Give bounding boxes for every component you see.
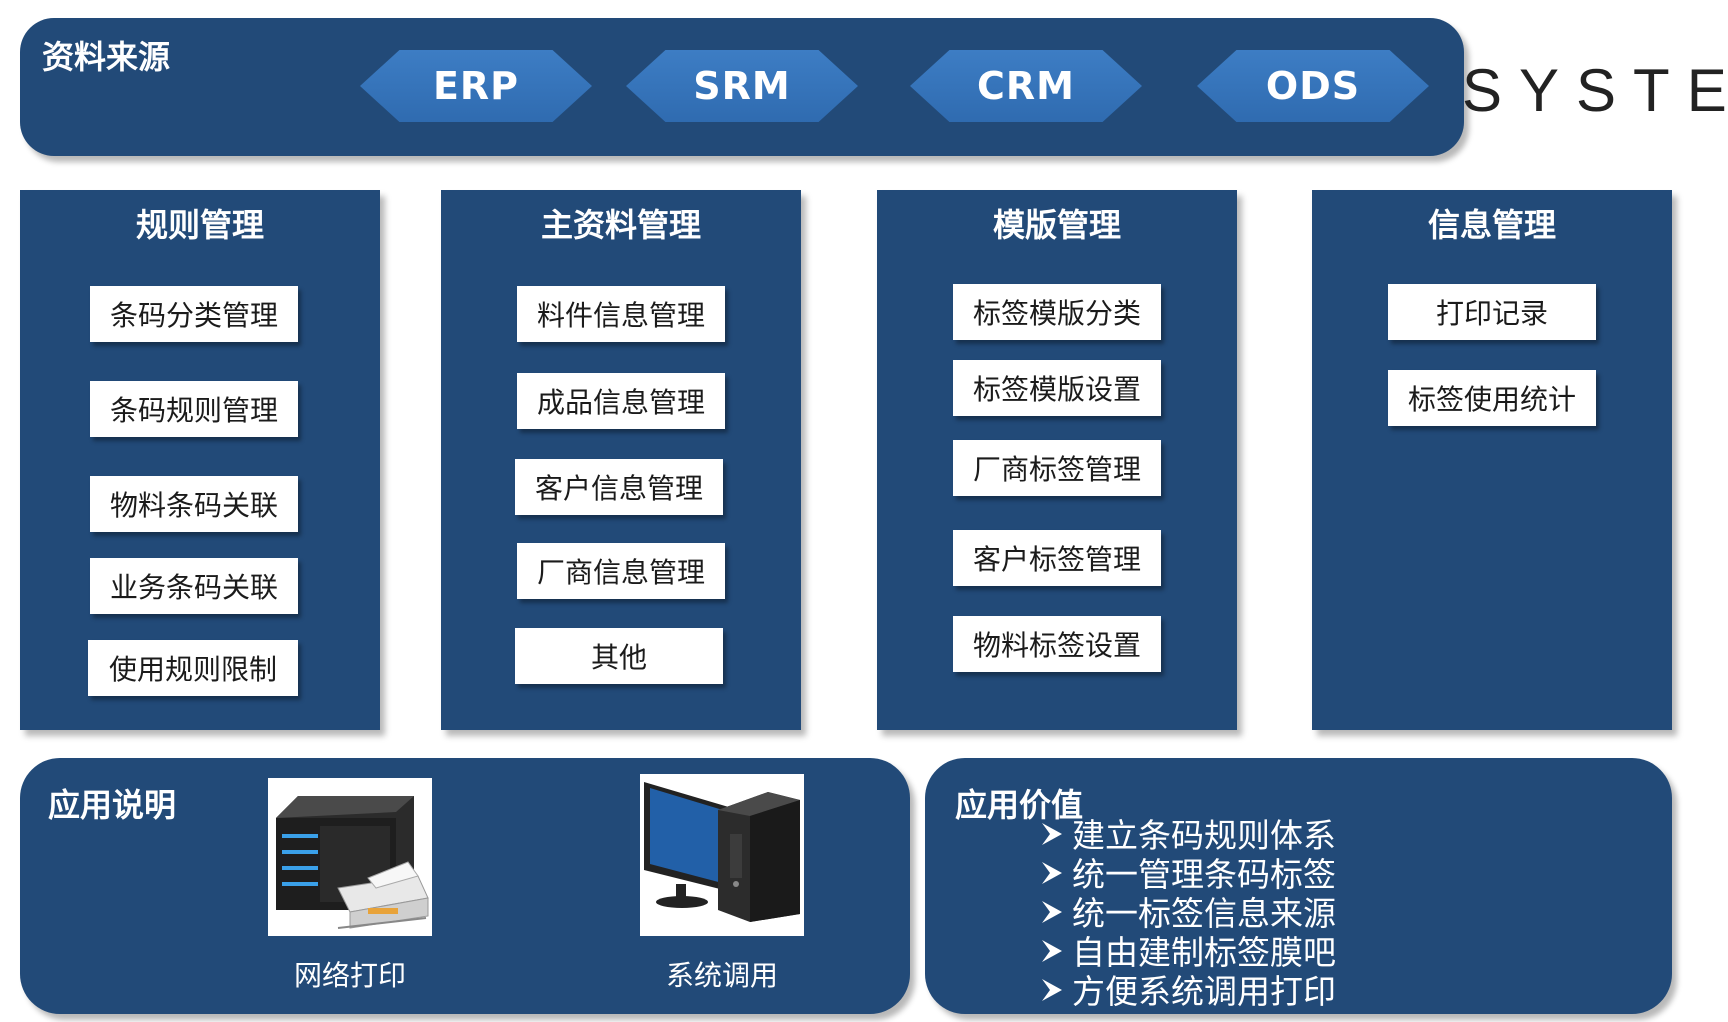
usage-panel: 应用说明 网络打印 xyxy=(20,758,910,1014)
master-data-item: 其他 xyxy=(515,628,723,684)
template-item: 标签模版分类 xyxy=(953,284,1161,340)
rule-item: 使用规则限制 xyxy=(88,640,298,696)
data-sources-title: 资料来源 xyxy=(42,38,171,76)
arrow-icon xyxy=(1040,816,1066,855)
info-item: 标签使用统计 xyxy=(1388,370,1596,426)
rule-item: 条码分类管理 xyxy=(90,286,298,342)
value-panel: 应用价值 建立条码规则体系 统一管理条码标签 统一标签信息来源 自由建制标签膜吧… xyxy=(925,758,1672,1014)
master-data-panel: 主资料管理 料件信息管理 成品信息管理 客户信息管理 厂商信息管理 其他 xyxy=(441,190,801,730)
value-title: 应用价值 xyxy=(955,786,1084,824)
usage-title: 应用说明 xyxy=(48,786,177,824)
template-management-title: 模版管理 xyxy=(992,206,1121,244)
arrow-icon xyxy=(1040,855,1066,894)
data-sources-panel: 资料来源 ERP SRM CRM ODS xyxy=(20,18,1464,156)
logo-text: SYSTE xyxy=(1462,57,1728,124)
source-crm: CRM xyxy=(910,50,1142,122)
master-data-item: 料件信息管理 xyxy=(517,286,725,342)
source-srm: SRM xyxy=(626,50,858,122)
master-data-item: 成品信息管理 xyxy=(517,373,725,429)
rule-item: 条码规则管理 xyxy=(90,381,298,437)
systex-logo: SYSTEX xyxy=(1462,56,1728,125)
rule-management-title: 规则管理 xyxy=(135,206,264,244)
value-item: 建立条码规则体系 xyxy=(1040,816,1336,855)
desktop-computer-icon xyxy=(640,774,804,936)
value-list: 建立条码规则体系 统一管理条码标签 统一标签信息来源 自由建制标签膜吧 方便系统… xyxy=(1040,816,1336,1011)
network-print-caption: 网络打印 xyxy=(293,959,406,992)
info-management-title: 信息管理 xyxy=(1427,206,1556,244)
value-text: 统一管理条码标签 xyxy=(1072,855,1336,894)
master-data-item: 厂商信息管理 xyxy=(517,543,725,599)
server-printer-icon xyxy=(268,778,432,936)
value-text: 方便系统调用打印 xyxy=(1072,972,1336,1011)
arrow-icon xyxy=(1040,894,1066,933)
arrow-icon xyxy=(1040,972,1066,1011)
rule-item: 业务条码关联 xyxy=(90,558,298,614)
master-data-title: 主资料管理 xyxy=(540,206,701,244)
value-text: 统一标签信息来源 xyxy=(1072,894,1336,933)
value-text: 建立条码规则体系 xyxy=(1072,816,1336,855)
source-erp: ERP xyxy=(360,50,592,122)
arrow-icon xyxy=(1040,933,1066,972)
info-management-panel: 信息管理 打印记录 标签使用统计 xyxy=(1312,190,1672,730)
template-item: 厂商标签管理 xyxy=(953,440,1161,496)
rule-management-panel: 规则管理 条码分类管理 条码规则管理 物料条码关联 业务条码关联 使用规则限制 xyxy=(20,190,380,730)
template-item: 物料标签设置 xyxy=(953,616,1161,672)
template-item: 标签模版设置 xyxy=(953,360,1161,416)
info-item: 打印记录 xyxy=(1388,284,1596,340)
master-data-item: 客户信息管理 xyxy=(515,459,723,515)
value-item: 自由建制标签膜吧 xyxy=(1040,933,1336,972)
rule-item: 物料条码关联 xyxy=(90,476,298,532)
value-item: 统一标签信息来源 xyxy=(1040,894,1336,933)
value-item: 统一管理条码标签 xyxy=(1040,855,1336,894)
template-item: 客户标签管理 xyxy=(953,530,1161,586)
value-item: 方便系统调用打印 xyxy=(1040,972,1336,1011)
source-ods: ODS xyxy=(1197,50,1429,122)
value-text: 自由建制标签膜吧 xyxy=(1072,933,1336,972)
template-management-panel: 模版管理 标签模版分类 标签模版设置 厂商标签管理 客户标签管理 物料标签设置 xyxy=(877,190,1237,730)
system-call-caption: 系统调用 xyxy=(665,959,778,992)
